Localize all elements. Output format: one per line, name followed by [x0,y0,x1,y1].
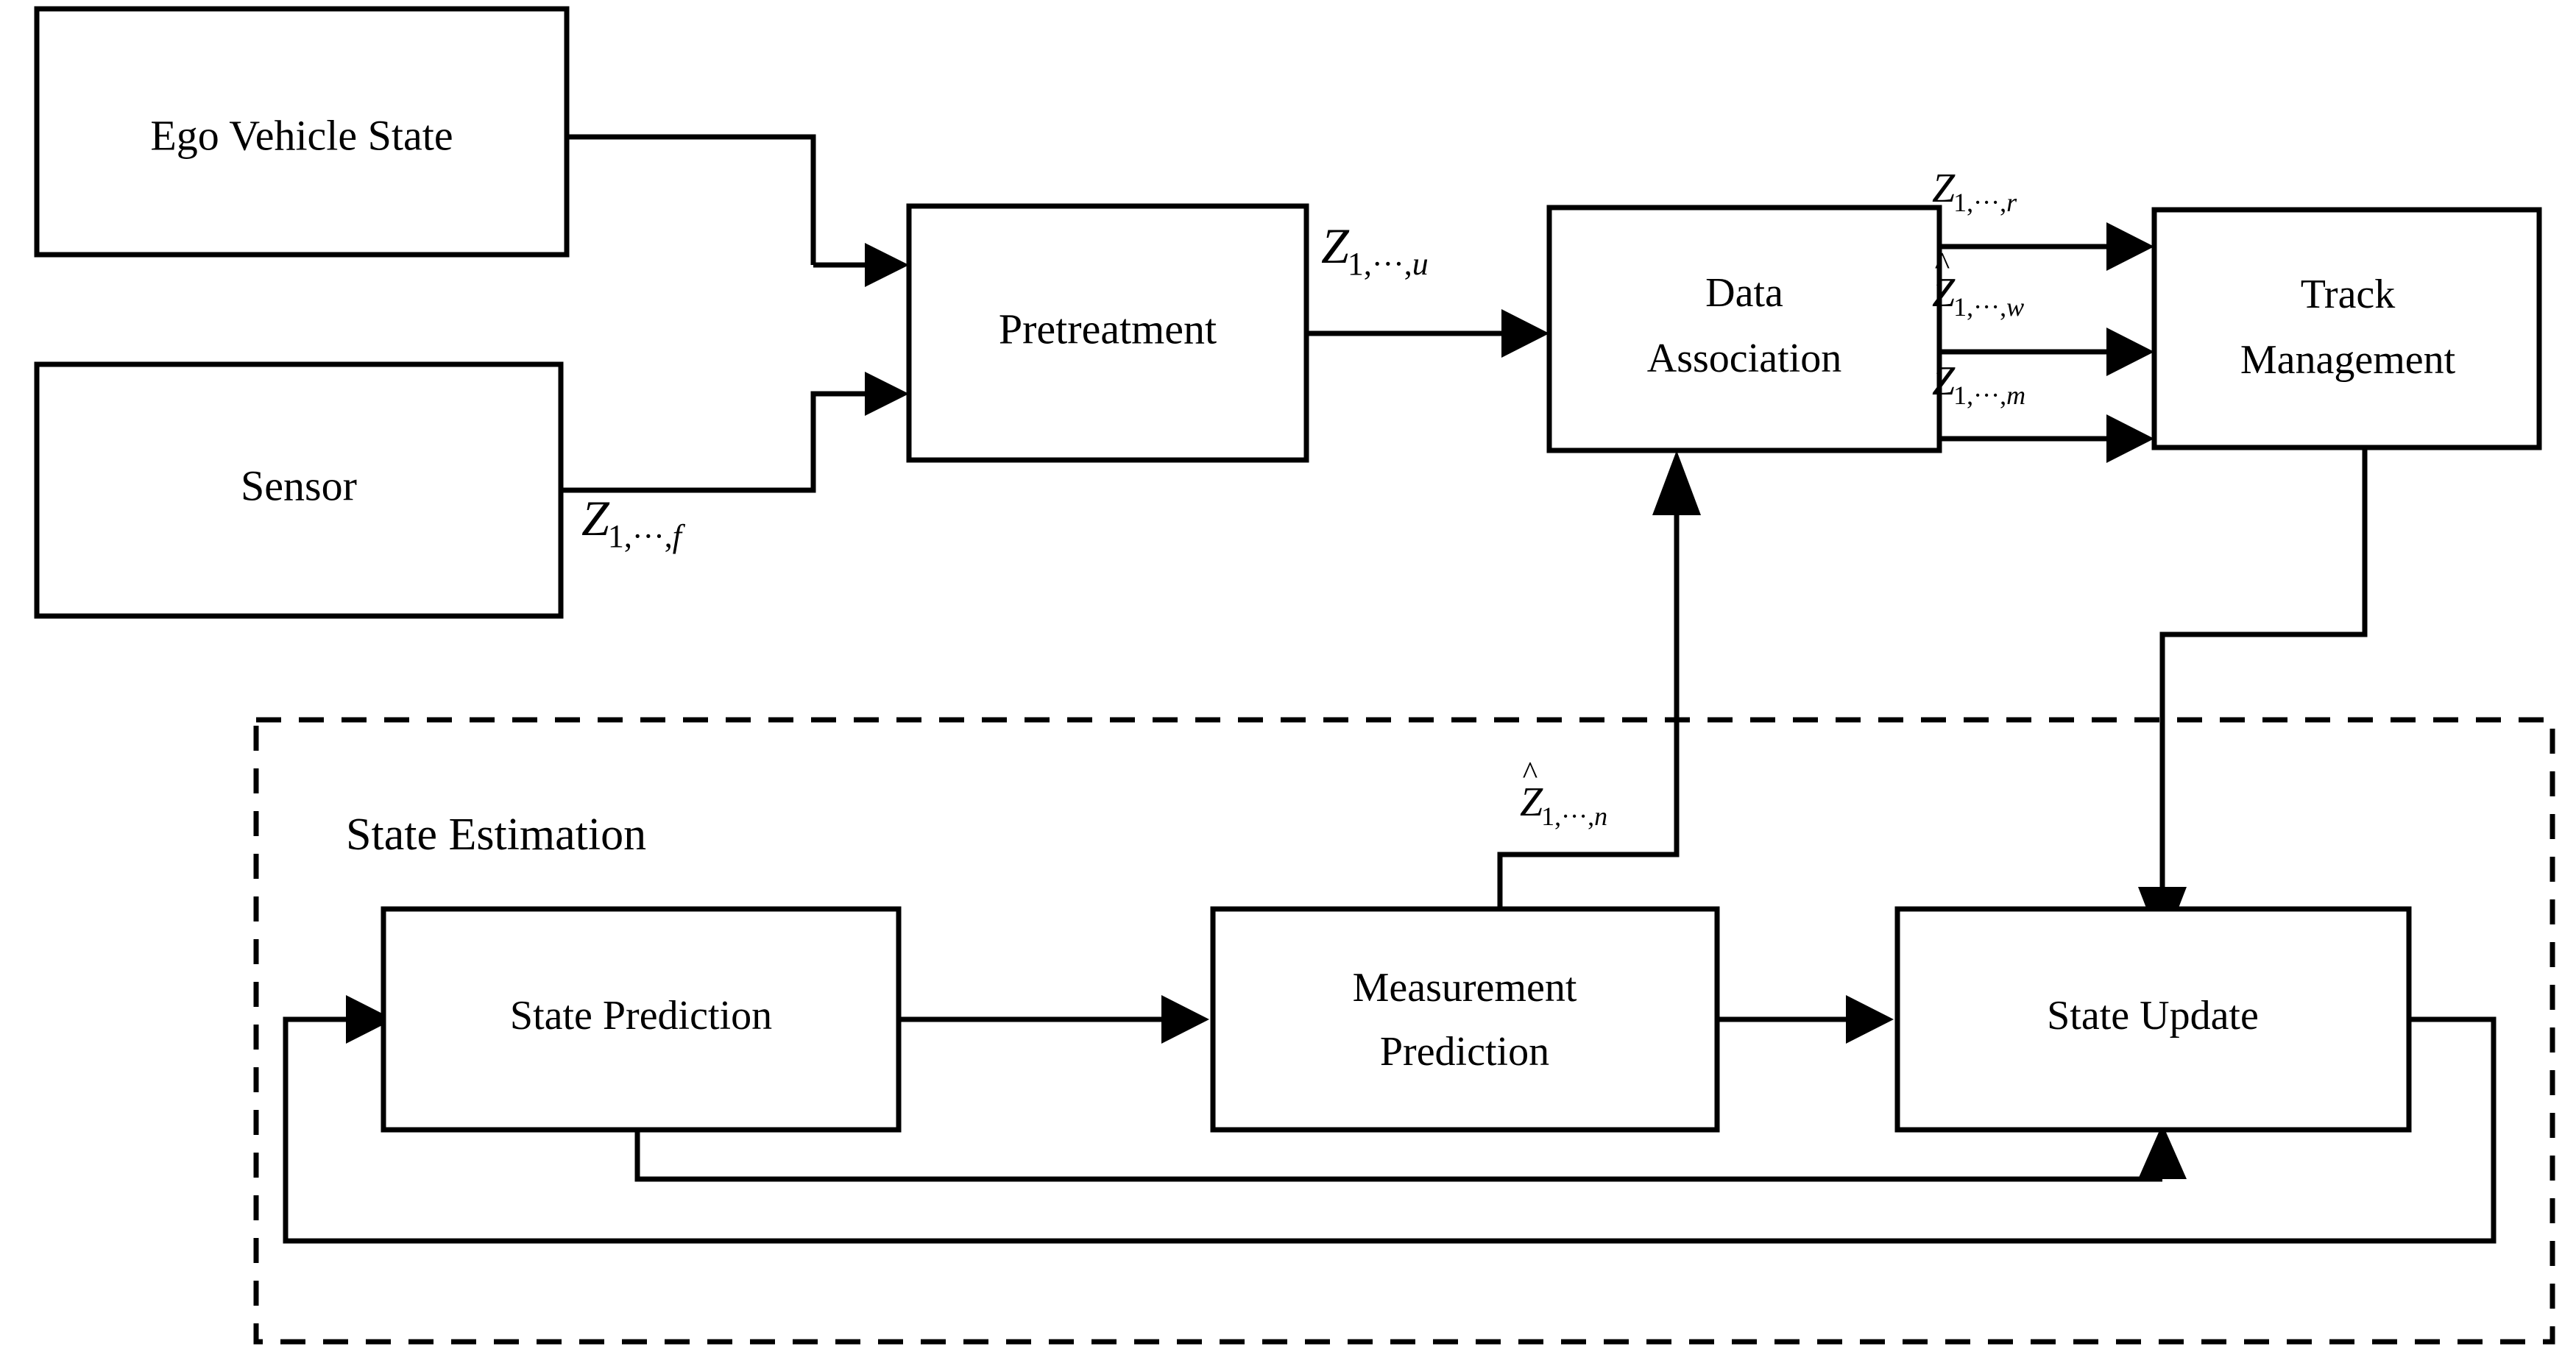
edge-stateupdate-feedback-to-stateprediction [283,1016,2497,1244]
edge-label-meas-subscript: 1,···,n [1541,802,1607,831]
edge-label-pretreatment-subscript: 1,···,u [1348,246,1429,282]
box-ego-vehicle-state-label: Ego Vehicle State [150,111,453,159]
edge-label-sensor-sub-index: f [672,518,682,554]
edge-label-measprediction-to-association: ^Z1,···,n [1520,757,1609,830]
arrowhead-stateprediction-feedback-to-stateupdate [2138,1124,2187,1179]
edge-label-pretreatment-sub-prefix: 1,···, [1347,246,1412,282]
arrowhead-association-to-track-bottom [2106,414,2154,463]
edge-stateprediction-feedback-to-stateupdate [634,1130,2162,1182]
box-ego-vehicle-state[interactable] [34,6,570,258]
box-data-association[interactable] [1546,205,1942,453]
box-data-association-label-line2: Association [1647,336,1841,381]
arrowhead-stateupdate-feedback-to-stateprediction [346,995,394,1044]
edge-label-pretreatment-sub-index: u [1412,246,1429,282]
edge-label-meas-hat-wrap: ^Z [1520,757,1543,825]
edge-label-track-top-sub-index: r [2006,188,2017,217]
edge-label-sensor-subscript: 1,···,f [608,518,682,554]
edge-label-track-mid-hat-wrap: ^Z [1932,248,1956,316]
box-state-prediction[interactable] [381,906,902,1133]
arrowhead-pretreatment-to-association [1501,309,1549,358]
arrowhead-measprediction-to-stateupdate [1846,995,1894,1044]
edge-sensor-to-pretreatment [561,391,865,493]
box-state-update[interactable] [1894,906,2412,1133]
edge-label-sensor-sub-prefix: 1,···, [607,518,673,554]
arrowhead-stateprediction-to-measprediction [1161,995,1209,1044]
arrowhead-ego-to-pretreatment [865,243,909,287]
hat-icon: ^ [1522,755,1538,791]
edge-label-association-to-track-bottom: Z1,···,m [1932,358,2027,408]
box-state-prediction-label: State Prediction [510,993,772,1039]
edge-track-to-stateupdate [2159,447,2368,887]
edge-label-track-bottom-base: Z [1932,358,1956,404]
edge-label-meas-sub-prefix: 1,···, [1541,802,1595,831]
edge-label-pretreatment-to-association: Z1,···,u [1321,218,1430,280]
edge-label-track-bottom-sub-index: m [2006,381,2026,410]
edge-label-track-mid-sub-prefix: 1,···, [1953,292,2007,322]
edge-label-track-top-base: Z [1932,166,1956,211]
box-pretreatment[interactable] [906,203,1309,463]
edge-label-track-mid-base: Z [1932,270,1956,316]
edge-label-meas-base: Z [1520,779,1543,825]
edge-label-sensor-to-pretreatment: Z1,···,f [581,490,683,553]
box-sensor-label: Sensor [241,461,357,509]
edge-label-track-bottom-subscript: 1,···,m [1953,381,2025,410]
edge-ego-to-pretreatment [567,134,816,265]
arrowhead-association-to-track-mid [2106,328,2154,376]
edge-label-track-top-sub-prefix: 1,···, [1953,188,2007,217]
box-sensor[interactable] [34,361,564,619]
box-measurement-prediction-label-line2: Prediction [1380,1029,1549,1075]
edge-measprediction-to-association [1497,515,1680,909]
edge-label-association-to-track-top: Z1,···,r [1932,166,2018,216]
box-data-association-label-line1: Data [1705,270,1783,316]
box-track-management[interactable] [2151,207,2542,450]
edge-label-track-mid-sub-index: w [2006,292,2025,322]
edge-label-sensor-base: Z [581,490,609,546]
edge-label-meas-sub-index: n [1594,802,1608,831]
edge-label-track-top-subscript: 1,···,r [1953,188,2017,217]
edge-label-track-mid-subscript: 1,···,w [1953,292,2024,322]
box-state-update-label: State Update [2047,993,2259,1039]
state-estimation-group-border [253,717,2555,1345]
edge-label-association-to-track-mid: ^Z1,···,w [1932,248,2025,321]
edge-label-track-bottom-sub-prefix: 1,···, [1953,381,2007,410]
hat-icon: ^ [1934,246,1950,282]
box-track-management-label-line2: Management [2240,337,2456,383]
box-pretreatment-label: Pretreatment [999,305,1217,353]
arrowhead-measprediction-to-association [1652,450,1701,515]
box-track-management-label-line1: Track [2301,272,2396,317]
box-measurement-prediction[interactable] [1210,906,1720,1133]
state-estimation-group-title: State Estimation [346,810,646,860]
edge-label-pretreatment-base: Z [1321,218,1349,274]
arrowhead-sensor-to-pretreatment [865,372,909,416]
arrowhead-association-to-track-top [2106,222,2154,271]
box-measurement-prediction-label-line1: Measurement [1353,965,1577,1011]
